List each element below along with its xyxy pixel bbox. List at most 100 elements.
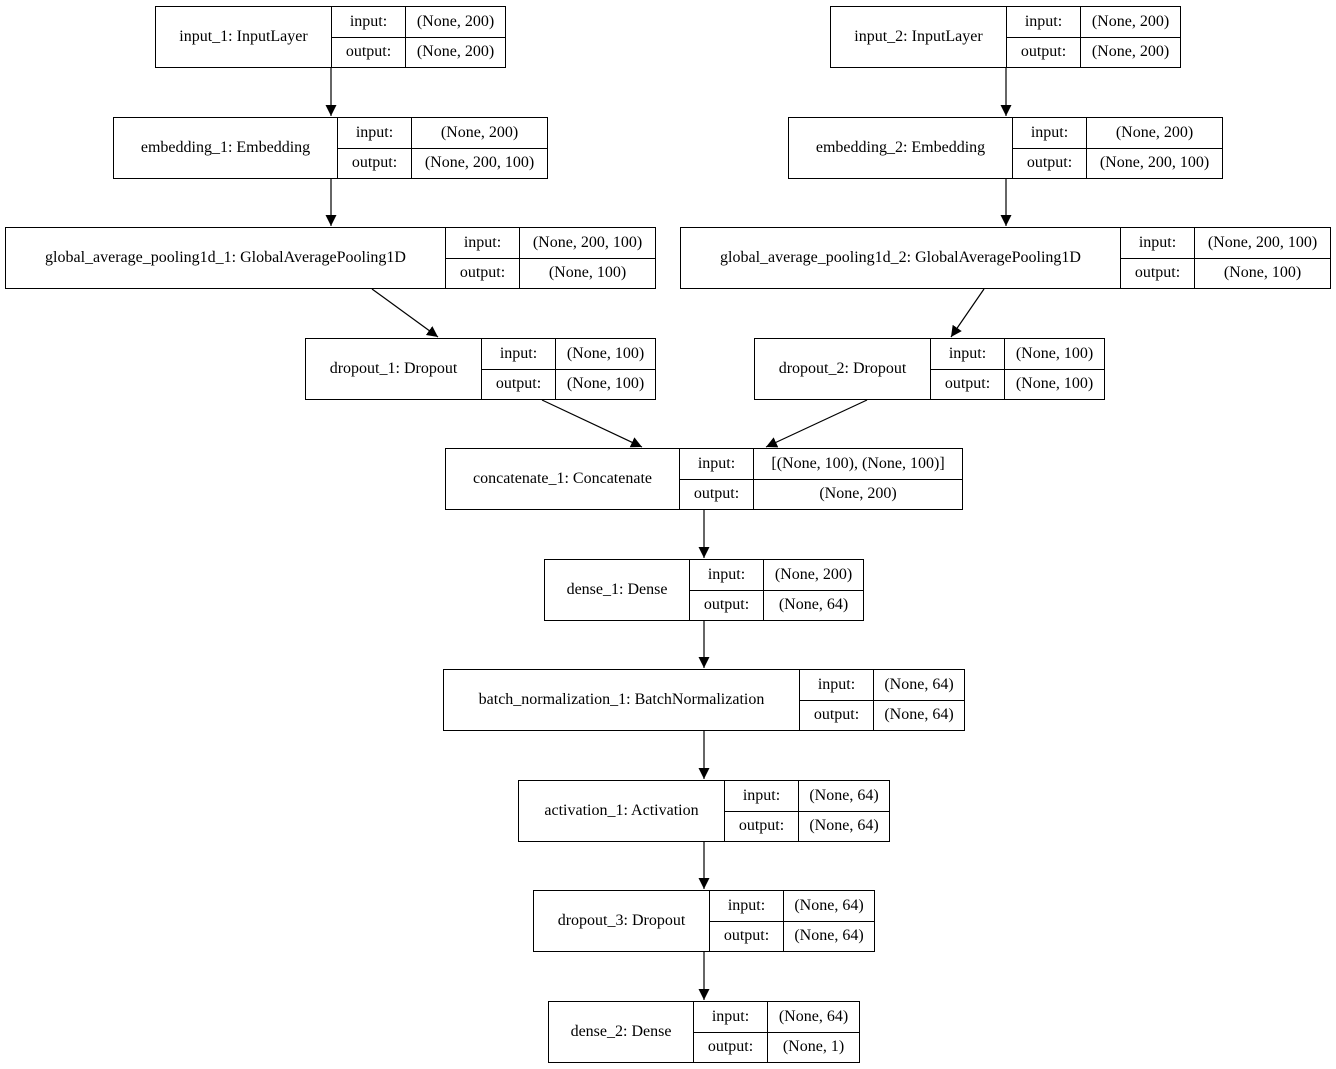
- port-shapes: (None, 64) (None, 1): [768, 1002, 859, 1062]
- port-shapes: (None, 64) (None, 64): [874, 670, 964, 730]
- output-label: output:: [1020, 43, 1067, 61]
- input-shape: (None, 200, 100): [520, 228, 655, 259]
- input-shape: (None, 64): [768, 1002, 859, 1033]
- output-shape: (None, 100): [566, 375, 645, 393]
- layer-name: dropout_2: Dropout: [755, 339, 931, 399]
- port-labels: input:output:: [1007, 7, 1081, 67]
- layer-name: global_average_pooling1d_2: GlobalAverag…: [681, 228, 1121, 288]
- input-label: input:: [800, 670, 873, 701]
- layer-name: dropout_3: Dropout: [534, 891, 710, 951]
- port-labels: input:output:: [725, 781, 799, 841]
- input-label: input:: [680, 449, 753, 480]
- port-labels: input: output:: [332, 7, 406, 67]
- layer-node-gap-2: global_average_pooling1d_2: GlobalAverag…: [680, 227, 1331, 289]
- input-shape: (None, 100): [1005, 339, 1104, 370]
- input-label: input:: [332, 7, 405, 38]
- output-label: output:: [459, 264, 506, 282]
- input-shape: (None, 64): [799, 781, 889, 812]
- port-labels: input: output:: [690, 560, 764, 620]
- output-shape: (None, 1): [782, 1038, 845, 1056]
- output-shape: (None, 64): [884, 706, 954, 724]
- port-shapes: (None, 200, 100) (None, 100): [520, 228, 655, 288]
- port-shapes: (None, 200) (None, 200): [406, 7, 505, 67]
- layer-node-batch-normalization-1: batch_normalization_1: BatchNormalizatio…: [443, 669, 965, 731]
- output-label: output:: [723, 927, 770, 945]
- output-label: output:: [813, 706, 860, 724]
- port-shapes: (None, 200, 100) (None, 100): [1195, 228, 1330, 288]
- layer-name: embedding_1: Embedding: [114, 118, 338, 178]
- layer-name: dense_1: Dense: [545, 560, 690, 620]
- port-shapes: (None, 200) (None, 200): [1081, 7, 1180, 67]
- port-labels: input: output:: [800, 670, 874, 730]
- layer-name: input_2: InputLayer: [831, 7, 1007, 67]
- input-label: input:: [710, 891, 783, 922]
- output-shape: (None, 100): [1015, 375, 1094, 393]
- input-shape: (None, 64): [874, 670, 964, 701]
- input-shape: (None, 200, 100): [1195, 228, 1330, 259]
- input-label: input:: [725, 781, 798, 812]
- output-shape: (None, 200): [1091, 43, 1170, 61]
- port-labels: input: output:: [710, 891, 784, 951]
- output-shape: (None, 100): [1223, 264, 1302, 282]
- layer-name: batch_normalization_1: BatchNormalizatio…: [444, 670, 800, 730]
- port-labels: input: output:: [1121, 228, 1195, 288]
- input-label: input:: [446, 228, 519, 259]
- output-label: output:: [693, 485, 740, 503]
- layer-name: concatenate_1: Concatenate: [446, 449, 680, 509]
- port-labels: input: output:: [446, 228, 520, 288]
- output-shape: (None, 64): [778, 596, 849, 614]
- input-shape: (None, 64): [784, 891, 874, 922]
- port-labels: input:output:: [694, 1002, 768, 1062]
- output-label: output:: [1026, 154, 1073, 172]
- layer-name: dropout_1: Dropout: [306, 339, 482, 399]
- input-label: input:: [694, 1002, 767, 1033]
- port-shapes: (None, 100) (None, 100): [556, 339, 655, 399]
- input-shape: [(None, 100), (None, 100)]: [754, 449, 962, 480]
- output-shape: (None, 100): [548, 264, 627, 282]
- input-shape: (None, 200): [406, 7, 505, 38]
- input-label: input:: [690, 560, 763, 591]
- layer-name: embedding_2: Embedding: [789, 118, 1013, 178]
- input-label: input:: [338, 118, 411, 149]
- layer-name: activation_1: Activation: [519, 781, 725, 841]
- output-shape: (None, 200): [819, 485, 897, 503]
- port-labels: input: output:: [1013, 118, 1087, 178]
- output-label: output:: [345, 43, 392, 61]
- output-shape: (None, 200): [416, 43, 495, 61]
- edge-arrow: [371, 288, 439, 338]
- output-label: output:: [703, 596, 750, 614]
- port-shapes: (None, 200) (None, 200, 100): [412, 118, 547, 178]
- output-label: output:: [351, 154, 398, 172]
- port-labels: input: output:: [680, 449, 754, 509]
- layer-name: dense_2: Dense: [549, 1002, 694, 1062]
- input-shape: (None, 200): [764, 560, 863, 591]
- input-shape: (None, 200): [1081, 7, 1180, 38]
- layer-name: global_average_pooling1d_1: GlobalAverag…: [6, 228, 446, 288]
- edge-arrow: [541, 399, 643, 448]
- input-label: input:: [1121, 228, 1194, 259]
- port-labels: input:output:: [931, 339, 1005, 399]
- port-shapes: (None, 200)(None, 200, 100): [1087, 118, 1222, 178]
- input-shape: (None, 200): [412, 118, 547, 149]
- port-shapes: [(None, 100), (None, 100)] (None, 200): [754, 449, 962, 509]
- input-label: input:: [1013, 118, 1086, 149]
- edge-arrow: [950, 288, 985, 338]
- layer-node-gap-1: global_average_pooling1d_1: GlobalAverag…: [5, 227, 656, 289]
- port-labels: input:output:: [482, 339, 556, 399]
- port-shapes: (None, 100) (None, 100): [1005, 339, 1104, 399]
- output-shape: (None, 200, 100): [424, 154, 535, 172]
- output-label: output:: [1134, 264, 1181, 282]
- port-shapes: (None, 64)(None, 64): [784, 891, 874, 951]
- input-shape: (None, 200): [1087, 118, 1222, 149]
- input-shape: (None, 100): [556, 339, 655, 370]
- layer-name: input_1: InputLayer: [156, 7, 332, 67]
